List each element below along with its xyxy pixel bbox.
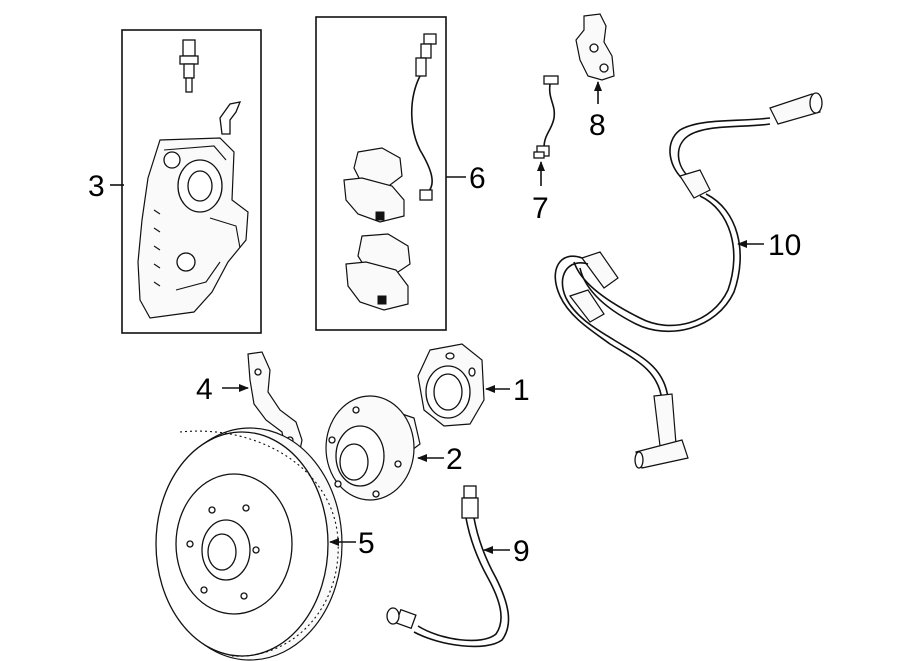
bleeder-screw (179, 39, 199, 93)
pads-box (315, 16, 447, 331)
sensor-lead-part: 7 (532, 75, 559, 225)
abs-sensor-cable: 10 (554, 92, 823, 469)
caliper-box (121, 29, 262, 334)
caliper-body (137, 137, 249, 319)
callout-8: 8 (589, 109, 606, 142)
callout-6: 6 (469, 162, 486, 195)
brake-hose-part: 9 (386, 485, 530, 648)
callout-5: 5 (358, 527, 375, 560)
callout-4: 4 (196, 373, 213, 406)
callout-10: 10 (768, 229, 801, 262)
brake-pads-group: 6 (315, 16, 486, 331)
pad-wear-sensor (410, 33, 437, 201)
caliper-clip (219, 101, 242, 135)
bracket-part: 8 (575, 13, 615, 142)
caliper-group: 3 (88, 29, 262, 334)
upper-brake-pad (343, 147, 405, 223)
lower-brake-pad (345, 233, 411, 311)
callout-3: 3 (88, 170, 105, 203)
hub-part: 2 (325, 395, 463, 501)
callout-7: 7 (532, 192, 549, 225)
callout-9: 9 (513, 535, 530, 568)
hub-bearing-part: 1 (417, 343, 530, 427)
callout-2: 2 (446, 443, 463, 476)
brake-rotor-part: 5 (155, 427, 375, 661)
callout-1: 1 (513, 374, 530, 407)
